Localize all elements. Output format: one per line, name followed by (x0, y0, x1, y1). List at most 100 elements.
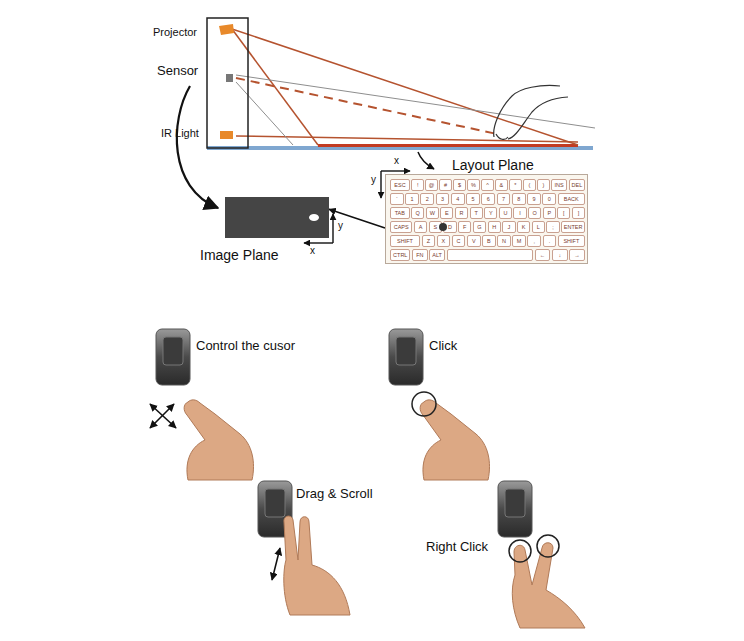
key-cap: DEL (569, 179, 585, 191)
key-cap: H (488, 221, 501, 233)
hand (184, 400, 253, 480)
key-cap: 8 (512, 193, 526, 205)
key-cap: W (426, 207, 439, 219)
key-label: ^ (482, 180, 492, 190)
key-cap: V (467, 235, 481, 247)
key-label: 7 (498, 194, 510, 204)
key-label: R (456, 208, 467, 218)
key-cap: 3 (436, 193, 450, 205)
x-axis (381, 170, 410, 171)
key-label: V (468, 236, 480, 246)
key-label: G (474, 222, 485, 232)
key-label: W (427, 208, 438, 218)
key-label: DEL (570, 180, 584, 190)
key-cap: & (495, 179, 507, 191)
key-cap: CAPS (390, 221, 412, 233)
gesture-label: Click (429, 339, 457, 354)
key-cap: 4 (451, 193, 465, 205)
key-cap: ← (535, 249, 551, 261)
key-label: X (438, 236, 450, 246)
key-cap: P (543, 207, 556, 219)
gesture-label: Drag & Scroll (296, 487, 373, 502)
key-label: 6 (482, 194, 494, 204)
gesture-label: Right Click (426, 540, 488, 555)
key-label: CAPS (391, 222, 411, 232)
device-icon (389, 329, 423, 385)
key-label: ENTER (562, 222, 584, 232)
key-label: 8 (513, 194, 525, 204)
key-label: ALT (430, 250, 444, 260)
key-cap: ENTER (561, 221, 585, 233)
key-label: U (500, 208, 511, 218)
key-cap: ` (390, 193, 404, 205)
key-cap: 0 (542, 193, 556, 205)
axis-label: y (371, 174, 376, 186)
key-label: F (459, 222, 470, 232)
key-label: J (503, 222, 514, 232)
key-cap: K (517, 221, 530, 233)
axis-label: x (394, 155, 399, 167)
scroll-arrow (272, 548, 280, 580)
key-cap: O (528, 207, 541, 219)
key-label: 0 (543, 194, 555, 204)
key-cap: 2 (420, 193, 434, 205)
key-label: Q (412, 208, 423, 218)
plane-pointer (418, 152, 434, 169)
key-cap: % (467, 179, 479, 191)
key-label: $ (454, 180, 464, 190)
y-axis (332, 214, 333, 243)
key-label: ` (391, 194, 403, 204)
key-label: ↓ (553, 250, 567, 260)
finger-outline (494, 85, 568, 139)
key-cap: @ (425, 179, 437, 191)
key-cap: ALT (429, 249, 445, 261)
tap-ring (509, 540, 531, 562)
projector-ray (232, 29, 578, 145)
key-label: TAB (391, 208, 409, 218)
key-cap: ! (411, 179, 423, 191)
key-cap: X (437, 235, 451, 247)
key-label: . (544, 236, 556, 246)
touch-spot (309, 214, 319, 221)
device-icon (156, 329, 190, 385)
key-cap: N (497, 235, 511, 247)
mapping-arrow (177, 86, 218, 208)
key-cap: Z (422, 235, 436, 247)
key-cap: C (452, 235, 466, 247)
key-label: , (528, 236, 540, 246)
key-cap: G (473, 221, 486, 233)
key-cap: 5 (466, 193, 480, 205)
space-bar (447, 249, 534, 261)
key-cap: ) (537, 179, 549, 191)
key-label: H (489, 222, 500, 232)
key-cap: 1 (405, 193, 419, 205)
projector-ray (232, 29, 318, 145)
key-label: B (483, 236, 495, 246)
axis-label: x (310, 245, 315, 257)
key-cap: B (482, 235, 496, 247)
key-label: A (415, 222, 426, 232)
device-face (163, 337, 183, 365)
key-label: L (533, 222, 544, 232)
key-label: Y (485, 208, 496, 218)
key-cap: BACK (558, 193, 585, 205)
key-cap: ( (523, 179, 535, 191)
key-label: # (440, 180, 450, 190)
key-label: 4 (452, 194, 464, 204)
key-label: SHIFT (559, 236, 584, 246)
key-cap: T (470, 207, 483, 219)
key-label: ← (536, 250, 550, 260)
key-cap: 7 (497, 193, 511, 205)
finger-point (439, 223, 447, 231)
key-cap: U (499, 207, 512, 219)
key-cap: M (512, 235, 526, 247)
key-cap: F (458, 221, 471, 233)
device-icon (498, 481, 532, 537)
key-cap: 6 (481, 193, 495, 205)
key-label: [ (558, 208, 569, 218)
key-cap: J (502, 221, 515, 233)
sensor-field-line (236, 75, 595, 128)
projection-area (318, 144, 578, 147)
